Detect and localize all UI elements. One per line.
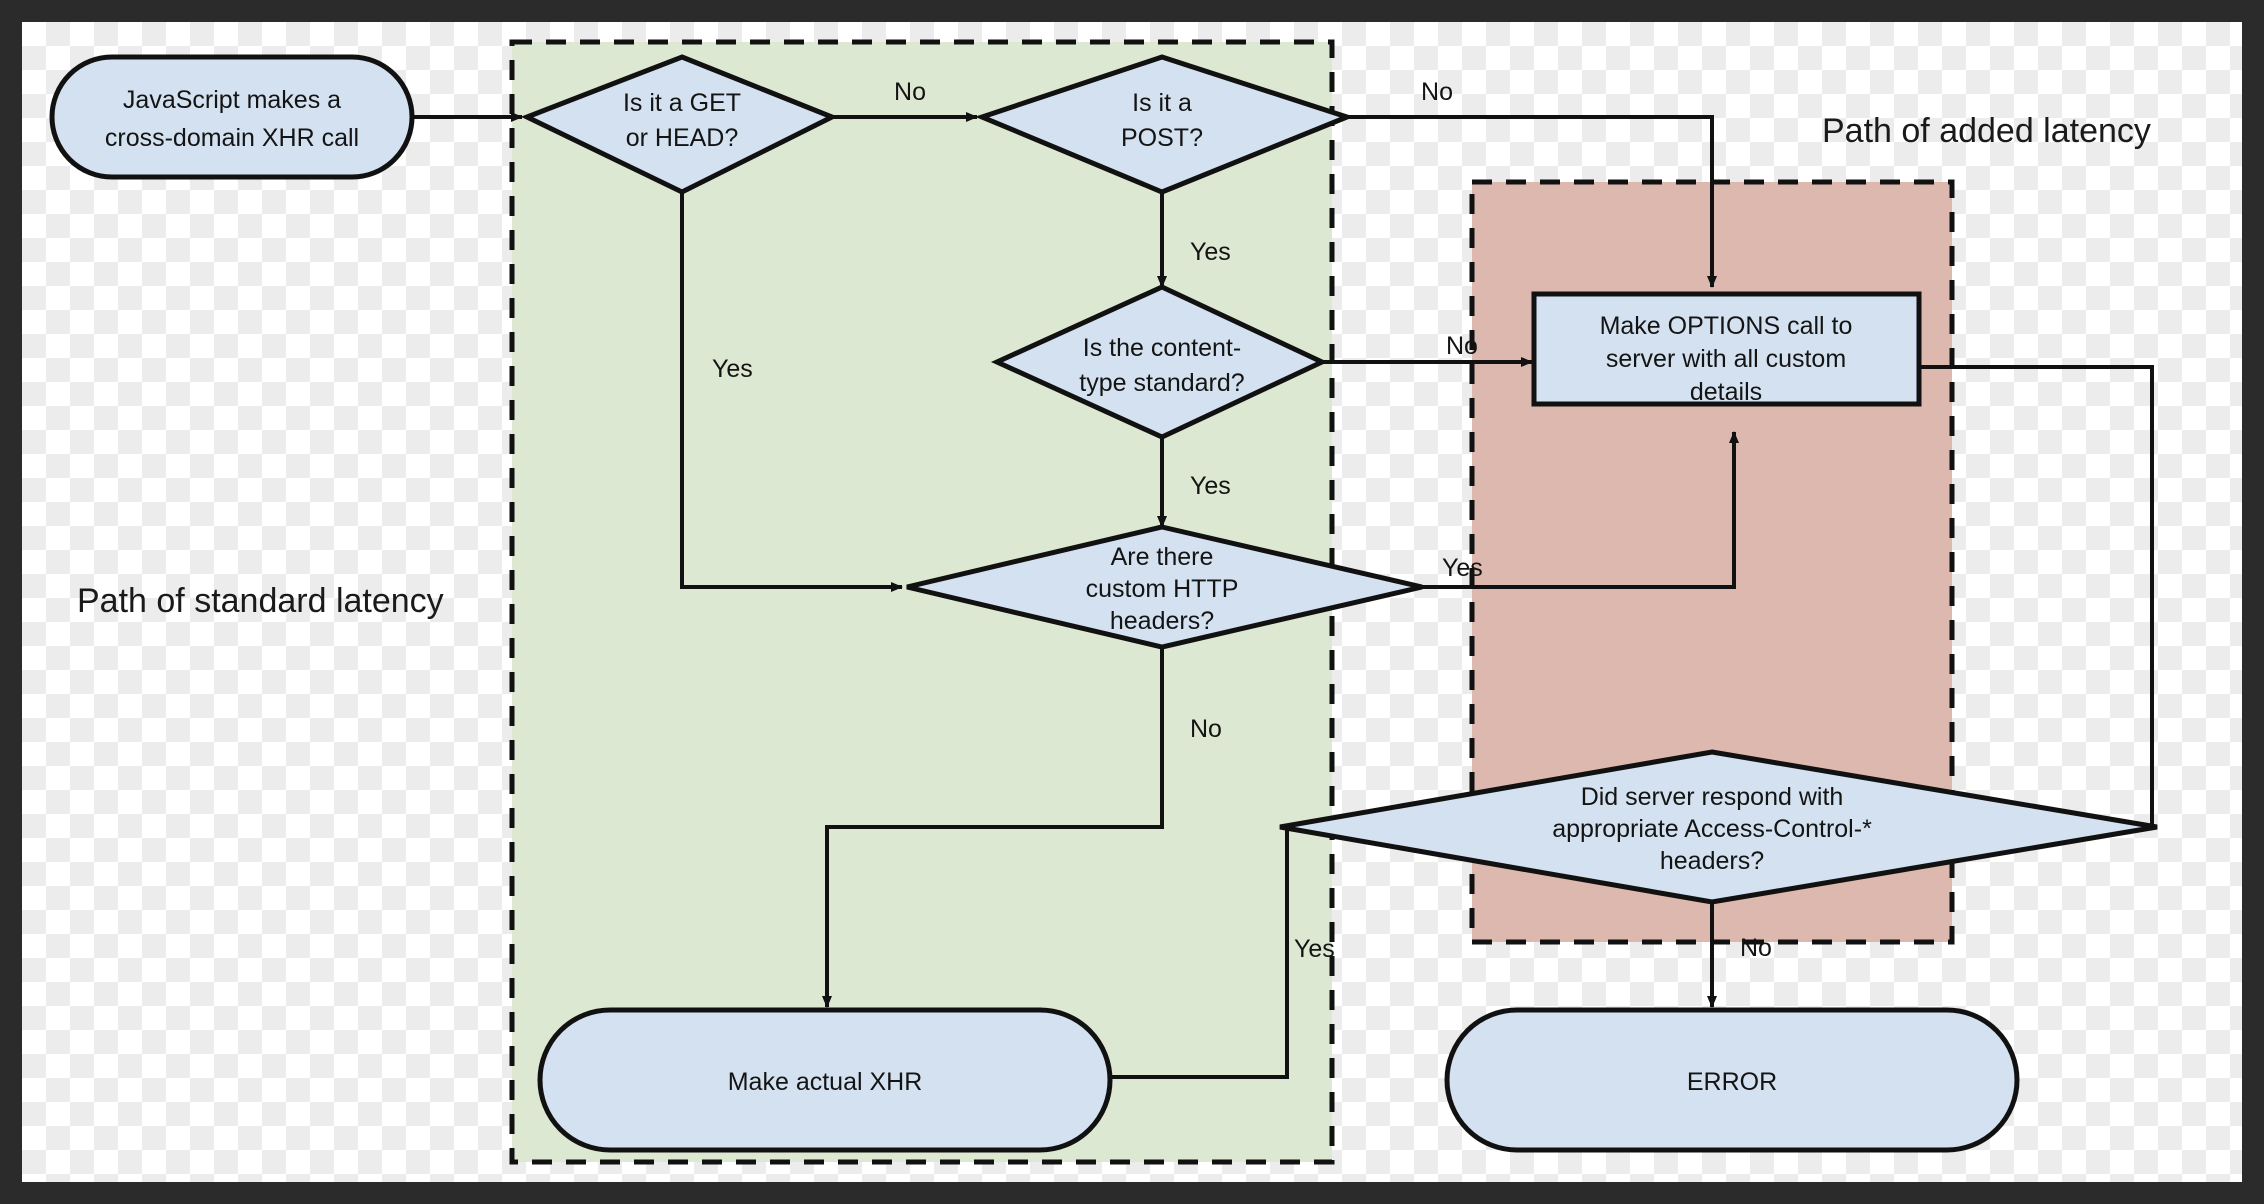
node-post-label-line1: Is it a xyxy=(1132,89,1192,117)
node-error[interactable]: ERROR xyxy=(1444,1007,2020,1153)
node-start-label-line2: cross-domain XHR call xyxy=(105,124,359,152)
node-server-respond-decision[interactable]: Did server respond with appropriate Acce… xyxy=(1279,749,2158,905)
node-get-head-label-line1: Is it a GET xyxy=(623,89,741,117)
edge-label-content-type-no: No xyxy=(1446,332,1478,360)
node-custom-headers-label-line2: custom HTTP xyxy=(1086,575,1239,603)
edge-label-content-type-yes: Yes xyxy=(1190,472,1231,500)
flowchart-svg: JavaScript makes a cross-domain XHR call… xyxy=(49,39,2158,1165)
edge-post-no-to-options xyxy=(1347,115,1717,288)
edge-label-post-no: No xyxy=(1421,78,1453,106)
node-make-xhr-shape xyxy=(537,1007,1113,1153)
edge-custom-headers-yes-to-options xyxy=(1422,431,1739,589)
node-start-shape xyxy=(49,54,415,180)
node-get-head-decision[interactable]: Is it a GET or HEAD? xyxy=(520,54,839,195)
node-options-call-label-line2: server with all custom xyxy=(1606,345,1846,373)
edge-get-head-yes-to-custom-headers xyxy=(680,192,903,592)
node-server-respond-label-line1: Did server respond with xyxy=(1581,783,1844,811)
node-get-head-label-line2: or HEAD? xyxy=(626,124,739,152)
group-label-standard-latency: Path of standard latency xyxy=(77,582,444,620)
edge-label-get-head-no: No xyxy=(894,78,926,106)
node-options-call-label-line1: Make OPTIONS call to xyxy=(1600,312,1853,340)
node-content-type-label-line2: type standard? xyxy=(1079,369,1244,397)
node-custom-headers-label-line1: Are there xyxy=(1111,543,1214,571)
node-server-respond-shape xyxy=(1279,749,2158,905)
node-post-shape xyxy=(974,54,1355,195)
edge-options-to-server-respond xyxy=(1920,365,2154,832)
node-options-call[interactable]: Make OPTIONS call to server with all cus… xyxy=(1531,291,1922,407)
node-custom-headers-shape xyxy=(906,524,1423,650)
node-content-type-shape xyxy=(990,284,1328,440)
node-server-respond-label-line3: headers? xyxy=(1660,847,1764,875)
diagram-canvas: JavaScript makes a cross-domain XHR call… xyxy=(22,22,2242,1182)
node-post-label-line2: POST? xyxy=(1121,124,1203,152)
node-custom-headers-label-line3: headers? xyxy=(1110,607,1214,635)
edge-label-server-respond-yes: Yes xyxy=(1294,935,1335,963)
node-options-call-label-line3: details xyxy=(1690,378,1762,406)
node-make-xhr-label: Make actual XHR xyxy=(728,1068,923,1096)
node-start[interactable]: JavaScript makes a cross-domain XHR call xyxy=(49,54,415,180)
node-post-decision[interactable]: Is it a POST? xyxy=(974,54,1355,195)
node-custom-headers-decision[interactable]: Are there custom HTTP headers? xyxy=(906,524,1423,650)
edge-label-server-respond-no: No xyxy=(1740,934,1772,962)
node-options-call-shape xyxy=(1531,291,1922,407)
node-start-label-line1: JavaScript makes a xyxy=(123,86,341,114)
node-content-type-decision[interactable]: Is the content- type standard? xyxy=(990,284,1328,440)
node-content-type-label-line1: Is the content- xyxy=(1083,334,1241,362)
edge-custom-headers-no-to-make-xhr xyxy=(822,647,1164,1008)
edge-label-get-head-yes: Yes xyxy=(712,355,753,383)
edge-label-post-yes: Yes xyxy=(1190,238,1231,266)
edge-label-custom-headers-yes: Yes xyxy=(1442,554,1483,582)
node-make-xhr[interactable]: Make actual XHR xyxy=(537,1007,1113,1153)
node-error-label: ERROR xyxy=(1687,1068,1777,1096)
node-error-shape xyxy=(1444,1007,2020,1153)
group-label-added-latency: Path of added latency xyxy=(1822,112,2151,150)
edge-label-custom-headers-no: No xyxy=(1190,715,1222,743)
node-get-head-shape xyxy=(520,54,839,195)
node-server-respond-label-line2: appropriate Access-Control-* xyxy=(1552,815,1872,843)
